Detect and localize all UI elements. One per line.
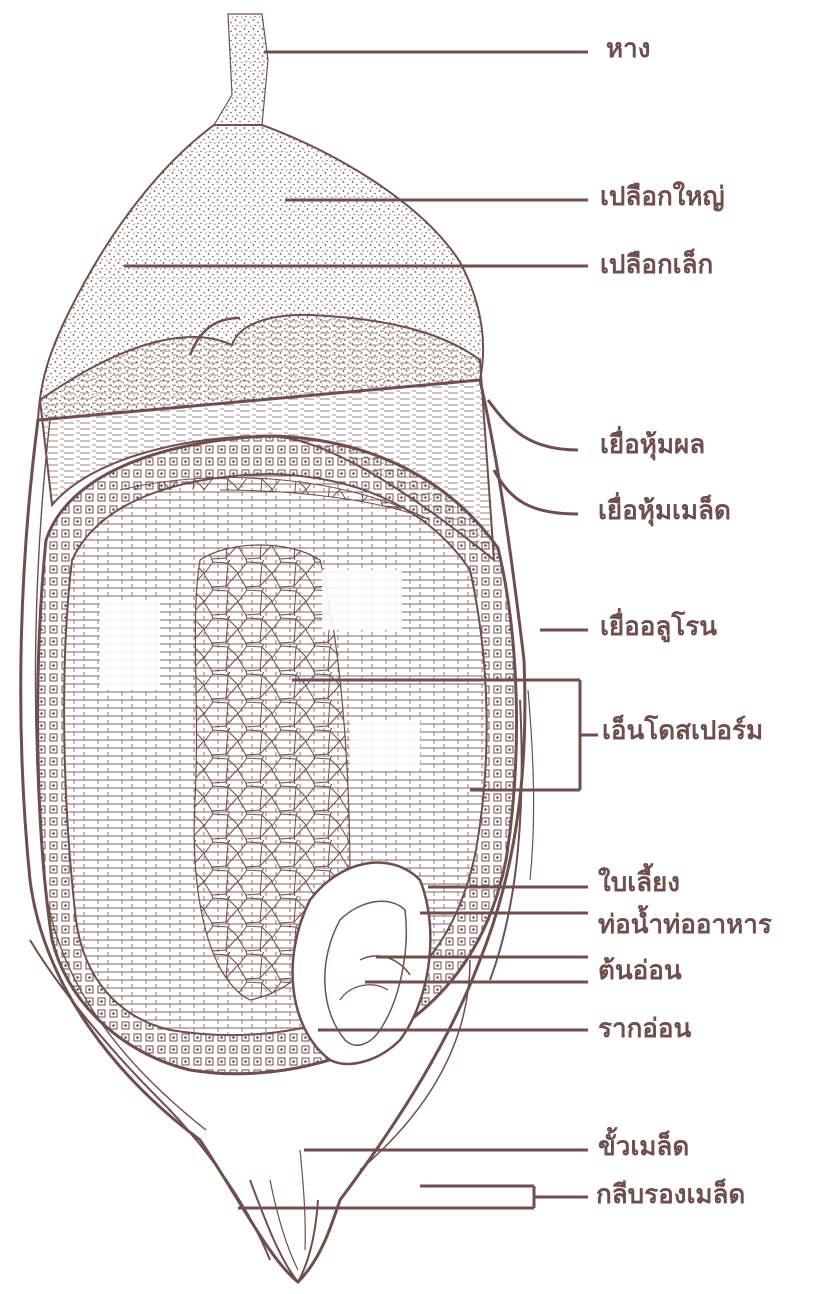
label-lemma: เปลือกใหญ่ (600, 184, 725, 210)
label-awn: หาง (606, 36, 650, 62)
label-vascular: ท่อน้ำท่ออาหาร (598, 912, 772, 938)
label-pericarp: เยื่อหุ้มผล (600, 432, 705, 458)
label-scutellum: ใบเลี้ยง (598, 870, 680, 896)
label-rachilla: ขั้วเมล็ด (598, 1134, 689, 1160)
label-radicle: รากอ่อน (598, 1016, 691, 1042)
label-seed-coat: เยื่อหุ้มเมล็ด (598, 498, 731, 524)
awn-shape (214, 14, 268, 125)
leader-seed-coat (494, 470, 578, 514)
leader-pericarp (488, 400, 578, 450)
label-aleurone: เยื่ออลูโรน (600, 614, 717, 640)
label-plumule: ต้นอ่อน (598, 958, 682, 984)
label-palea: เปลือกเล็ก (600, 252, 713, 278)
label-sterile-lemma: กลีบรองเมล็ด (596, 1182, 745, 1208)
label-endosperm: เอ็นโดสเปอร์ม (602, 718, 763, 744)
